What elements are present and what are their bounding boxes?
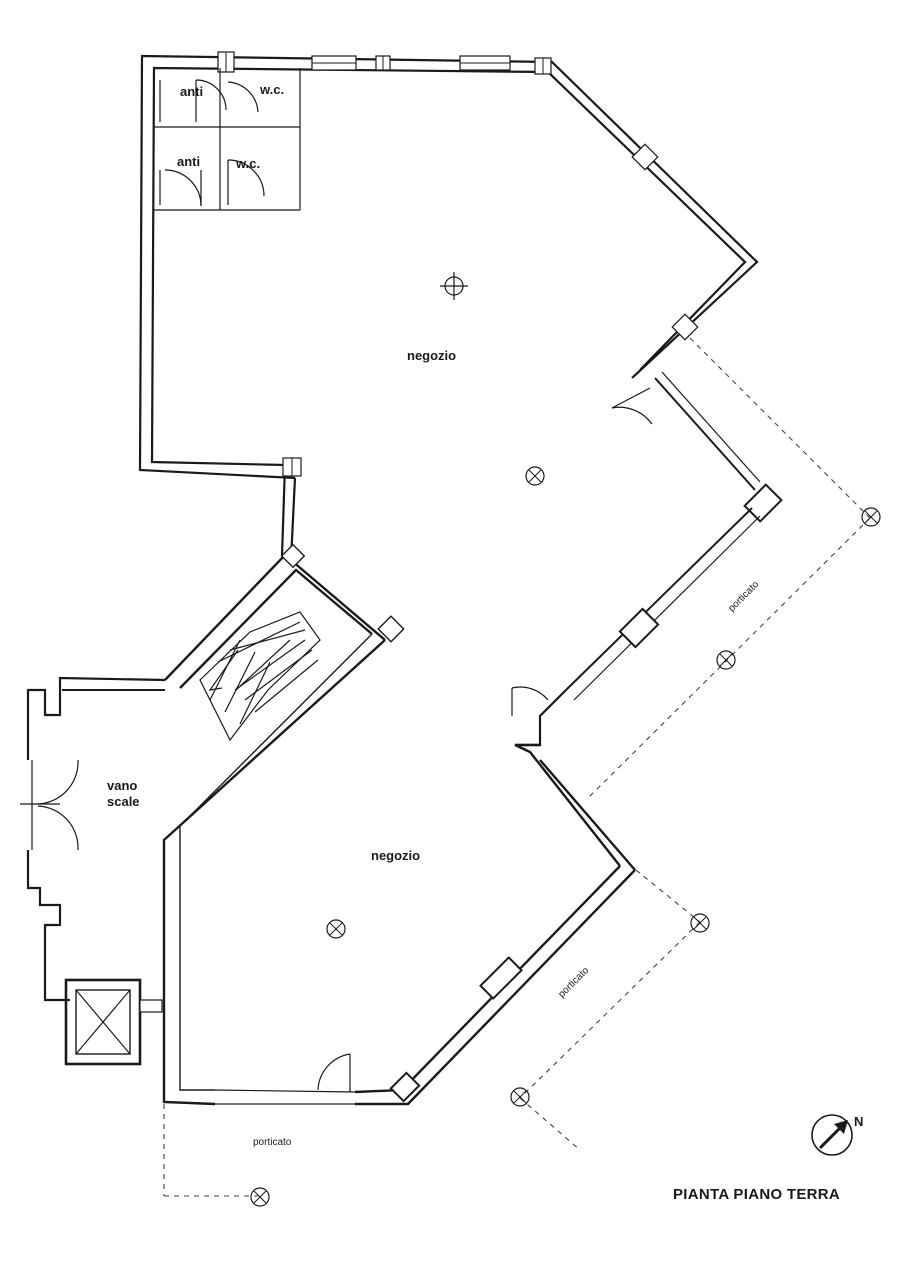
stair-block bbox=[164, 543, 405, 742]
north-arrow-icon bbox=[811, 1114, 853, 1156]
column-marker bbox=[250, 1187, 270, 1207]
room-label-anti-top: anti bbox=[180, 84, 203, 99]
room-label-vano: vano bbox=[107, 778, 137, 793]
room-label-negozio-upper: negozio bbox=[407, 348, 456, 363]
portico-label-east-upper: porticato bbox=[726, 579, 761, 614]
column-marker bbox=[525, 466, 545, 486]
room-label-negozio-lower: negozio bbox=[371, 848, 420, 863]
stairwell-walls bbox=[20, 676, 166, 1066]
upper-east-wall bbox=[511, 371, 783, 747]
upper-shop-walls bbox=[138, 54, 759, 561]
bathroom-block bbox=[154, 68, 301, 211]
column-marker bbox=[861, 507, 881, 527]
column-marker bbox=[690, 913, 710, 933]
room-label-scale: scale bbox=[107, 794, 140, 809]
ceiling-light-marker bbox=[440, 272, 468, 300]
portico-label-south: porticato bbox=[253, 1137, 292, 1148]
north-label: N bbox=[854, 1114, 863, 1129]
room-label-wc-top: w.c. bbox=[259, 82, 284, 97]
upper-windows bbox=[217, 51, 699, 477]
column-markers bbox=[250, 272, 881, 1207]
drawing-title: PIANTA PIANO TERRA bbox=[673, 1186, 840, 1203]
portico-label-east-lower: porticato bbox=[556, 965, 591, 1000]
lower-shop-walls bbox=[162, 633, 636, 1106]
column-marker bbox=[326, 919, 346, 939]
room-label-anti-bottom: anti bbox=[177, 154, 200, 169]
column-marker bbox=[510, 1087, 530, 1107]
portico-dashes bbox=[163, 337, 871, 1197]
room-label-wc-bottom: w.c. bbox=[235, 156, 260, 171]
column-marker bbox=[716, 650, 736, 670]
